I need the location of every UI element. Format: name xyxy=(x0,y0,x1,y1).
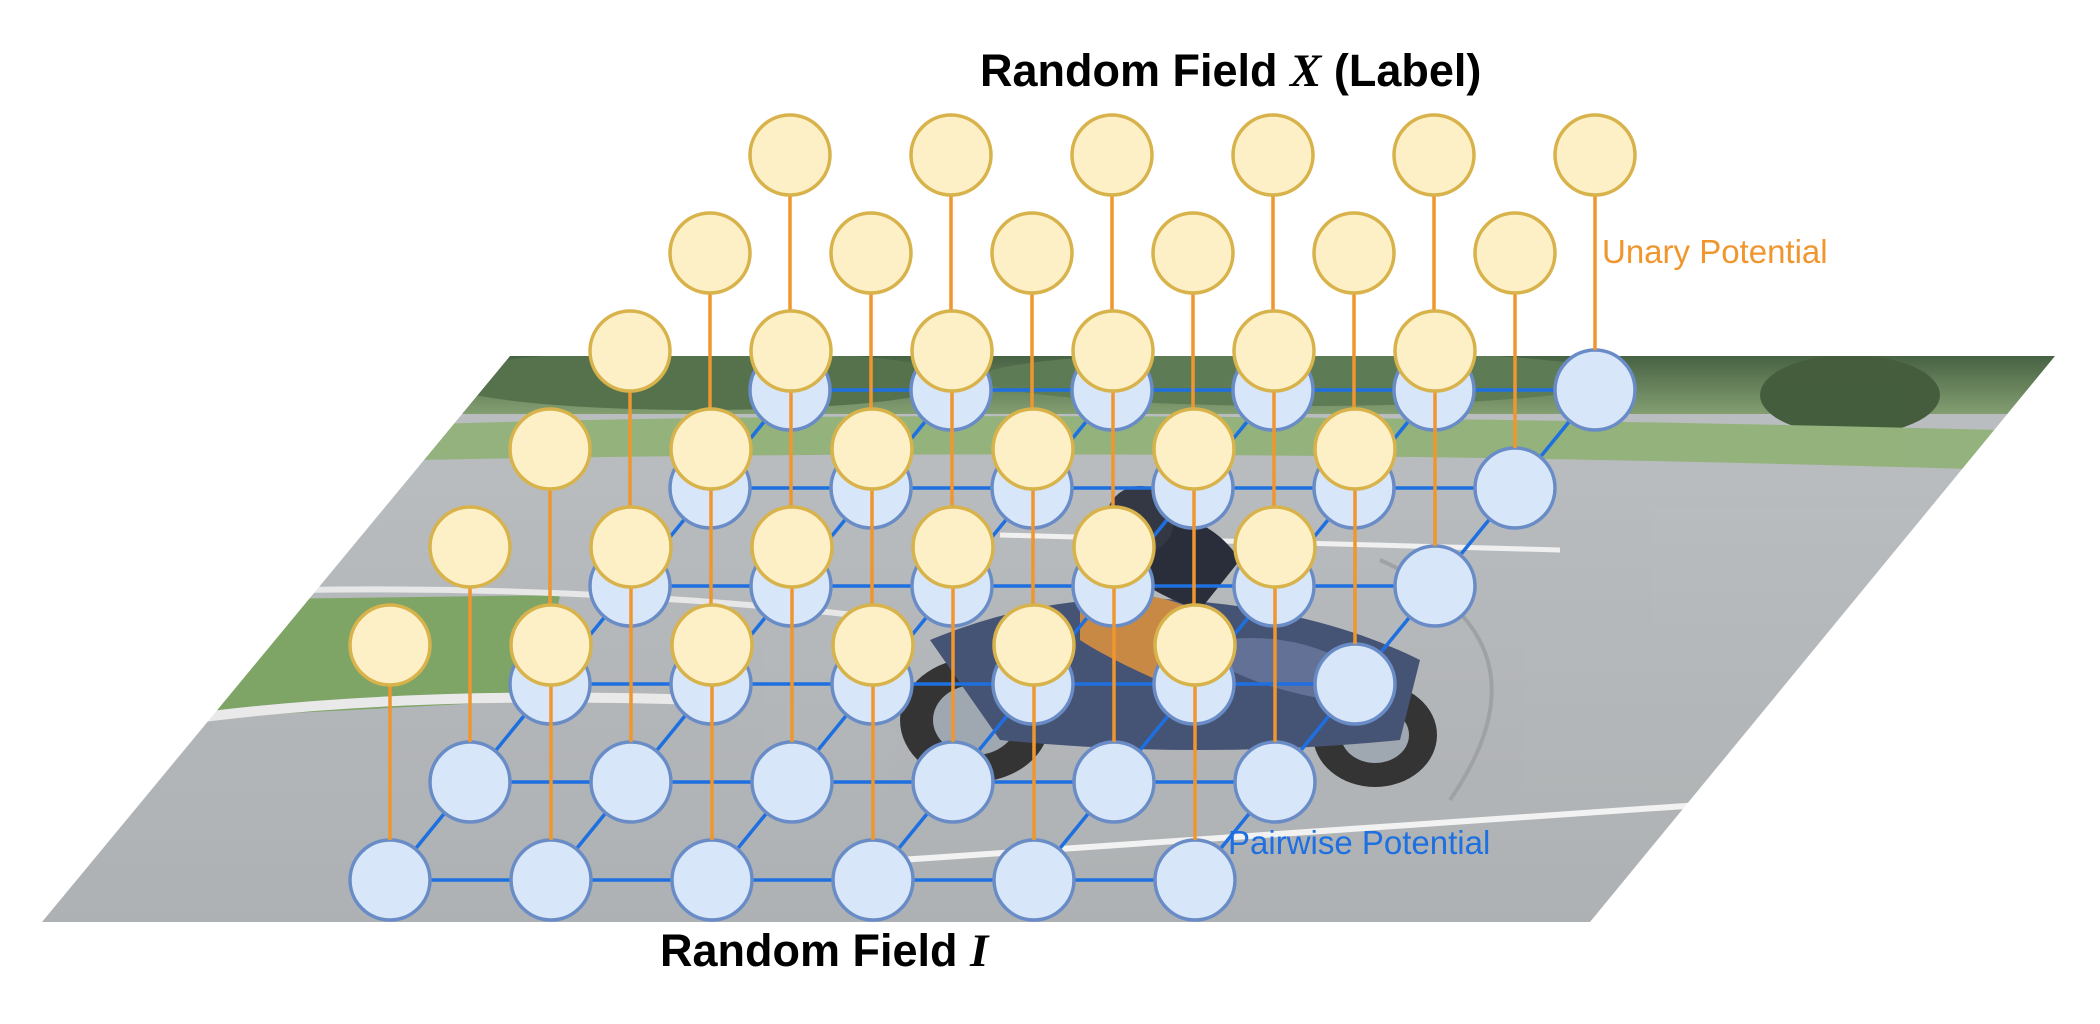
image-node xyxy=(589,740,673,824)
label-node xyxy=(909,113,993,197)
label-node xyxy=(668,211,752,295)
label-node xyxy=(1473,211,1557,295)
image-node xyxy=(428,740,512,824)
label-node xyxy=(588,309,672,393)
image-node xyxy=(750,740,834,824)
label-node xyxy=(508,407,592,491)
title-top-prefix: Random Field xyxy=(980,45,1290,96)
image-node xyxy=(1072,740,1156,824)
label-node xyxy=(1233,505,1317,589)
label-node xyxy=(348,603,432,687)
label-node xyxy=(1393,309,1477,393)
label-node xyxy=(910,309,994,393)
label-node xyxy=(1392,113,1476,197)
label-node xyxy=(1072,505,1156,589)
title-bottom: Random Field I xyxy=(660,925,990,977)
label-node xyxy=(749,309,833,393)
label-node xyxy=(992,603,1076,687)
image-node xyxy=(348,838,432,922)
label-node xyxy=(1553,113,1637,197)
label-node xyxy=(1312,211,1396,295)
label-node xyxy=(1313,407,1397,491)
image-node xyxy=(1393,544,1477,628)
label-node xyxy=(669,407,753,491)
label-node xyxy=(1232,309,1316,393)
title-top-suffix: (Label) xyxy=(1321,45,1481,96)
label-node xyxy=(509,603,593,687)
image-node xyxy=(831,838,915,922)
label-node xyxy=(831,603,915,687)
label-node xyxy=(829,211,913,295)
title-top-variable: X xyxy=(1288,45,1323,97)
label-node xyxy=(428,505,512,589)
label-node xyxy=(1151,211,1235,295)
unary-potential-label: Unary Potential xyxy=(1602,233,1828,270)
image-node xyxy=(992,838,1076,922)
image-node xyxy=(509,838,593,922)
image-node xyxy=(1153,838,1237,922)
label-node xyxy=(1153,603,1237,687)
label-node xyxy=(1152,407,1236,491)
label-node xyxy=(991,407,1075,491)
label-node xyxy=(589,505,673,589)
label-node xyxy=(830,407,914,491)
label-node xyxy=(750,505,834,589)
image-node xyxy=(1473,446,1557,530)
image-node xyxy=(1233,740,1317,824)
title-bottom-prefix: Random Field xyxy=(660,925,970,976)
image-node xyxy=(1553,348,1637,432)
image-node xyxy=(670,838,754,922)
title-top: Random Field X (Label) xyxy=(980,45,1481,97)
pairwise-potential-label: Pairwise Potential xyxy=(1228,824,1490,861)
image-node xyxy=(911,740,995,824)
label-node xyxy=(990,211,1074,295)
label-node xyxy=(670,603,754,687)
label-node xyxy=(748,113,832,197)
image-node xyxy=(1313,642,1397,726)
label-node xyxy=(1071,309,1155,393)
title-bottom-variable: I xyxy=(969,925,990,977)
label-node xyxy=(911,505,995,589)
label-node xyxy=(1070,113,1154,197)
label-node xyxy=(1231,113,1315,197)
